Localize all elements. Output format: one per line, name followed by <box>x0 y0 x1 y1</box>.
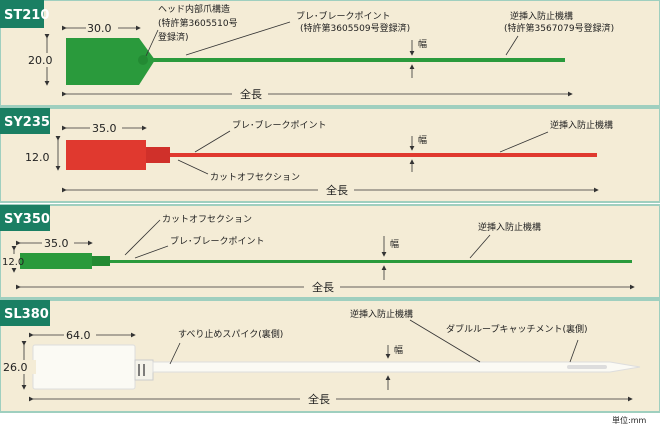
head-height-dim: 26.0 <box>3 361 28 374</box>
panel-sy350: SY350 35.0 12.0 全長 幅 カットオフセクション ブレ･ブレークポ… <box>0 204 660 299</box>
head-length-dim: 64.0 <box>66 329 91 342</box>
total-length-label: 全長 <box>312 280 334 294</box>
annotation: 逆挿入防止機構 <box>510 10 573 22</box>
total-length-label: 全長 <box>240 87 262 101</box>
annotation: 登録済) <box>158 31 189 43</box>
width-label: 幅 <box>418 38 427 50</box>
width-label: 幅 <box>390 238 399 250</box>
head-length-dim: 35.0 <box>44 237 69 250</box>
annotation: (特許第3605510号 <box>158 17 238 29</box>
total-length-label: 全長 <box>308 392 330 406</box>
annotation: 逆挿入防止機構 <box>550 119 613 131</box>
tie-strap <box>152 361 641 373</box>
tag-head <box>20 253 92 269</box>
annotation: カットオフセクション <box>162 214 252 225</box>
annotation: (特許第3605509号登録済) <box>300 22 410 34</box>
annotation: すべり止めスパイク(裏側) <box>178 328 283 340</box>
unit-note: 単位:mm <box>612 415 646 425</box>
annotation: 逆挿入防止機構 <box>350 308 413 320</box>
model-label: ST210 <box>4 8 49 23</box>
head-length-dim: 35.0 <box>92 122 117 135</box>
tie-strap <box>152 58 565 62</box>
tie-strap <box>110 260 632 263</box>
tag-head <box>66 38 155 85</box>
tag-head <box>66 140 146 170</box>
annotation: カットオフセクション <box>210 172 300 183</box>
model-label-bg <box>0 0 44 28</box>
panel-sy235: SY235 35.0 12.0 全長 幅 ブレ･ブレークポイント 逆挿入防止機構… <box>0 107 660 203</box>
tag-head <box>32 344 136 390</box>
width-label: 幅 <box>418 134 427 146</box>
model-label: SL380 <box>4 307 49 322</box>
head-height-dim: 12.0 <box>25 151 50 164</box>
head-height-dim: 12.0 <box>2 257 24 268</box>
annotation: ダブルループキャッチメント(裏側) <box>446 323 587 335</box>
annotation: (特許第3567079号登録済) <box>504 22 614 34</box>
panel-sl380: SL380 64.0 26.0 全長 幅 すべり止めスパイク(裏側) 逆挿入防止… <box>0 299 660 413</box>
head-height-dim: 20.0 <box>28 54 53 67</box>
head-length-dim: 30.0 <box>87 22 112 35</box>
annotation: ブレ･ブレークポイント <box>232 119 327 131</box>
width-label: 幅 <box>394 344 403 356</box>
panel-st210: ST210 30.0 20.0 全長 幅 ヘッド内部爪構造 (特許第360551… <box>0 0 660 107</box>
model-label: SY235 <box>4 115 50 130</box>
tie-strap <box>170 153 597 157</box>
annotation: ブレ･ブレークポイント <box>296 10 391 22</box>
total-length-label: 全長 <box>326 183 348 197</box>
annotation: ヘッド内部爪構造 <box>158 3 230 15</box>
model-label: SY350 <box>4 212 50 227</box>
annotation: 逆挿入防止機構 <box>478 221 541 233</box>
annotation: ブレ･ブレークポイント <box>170 235 265 247</box>
